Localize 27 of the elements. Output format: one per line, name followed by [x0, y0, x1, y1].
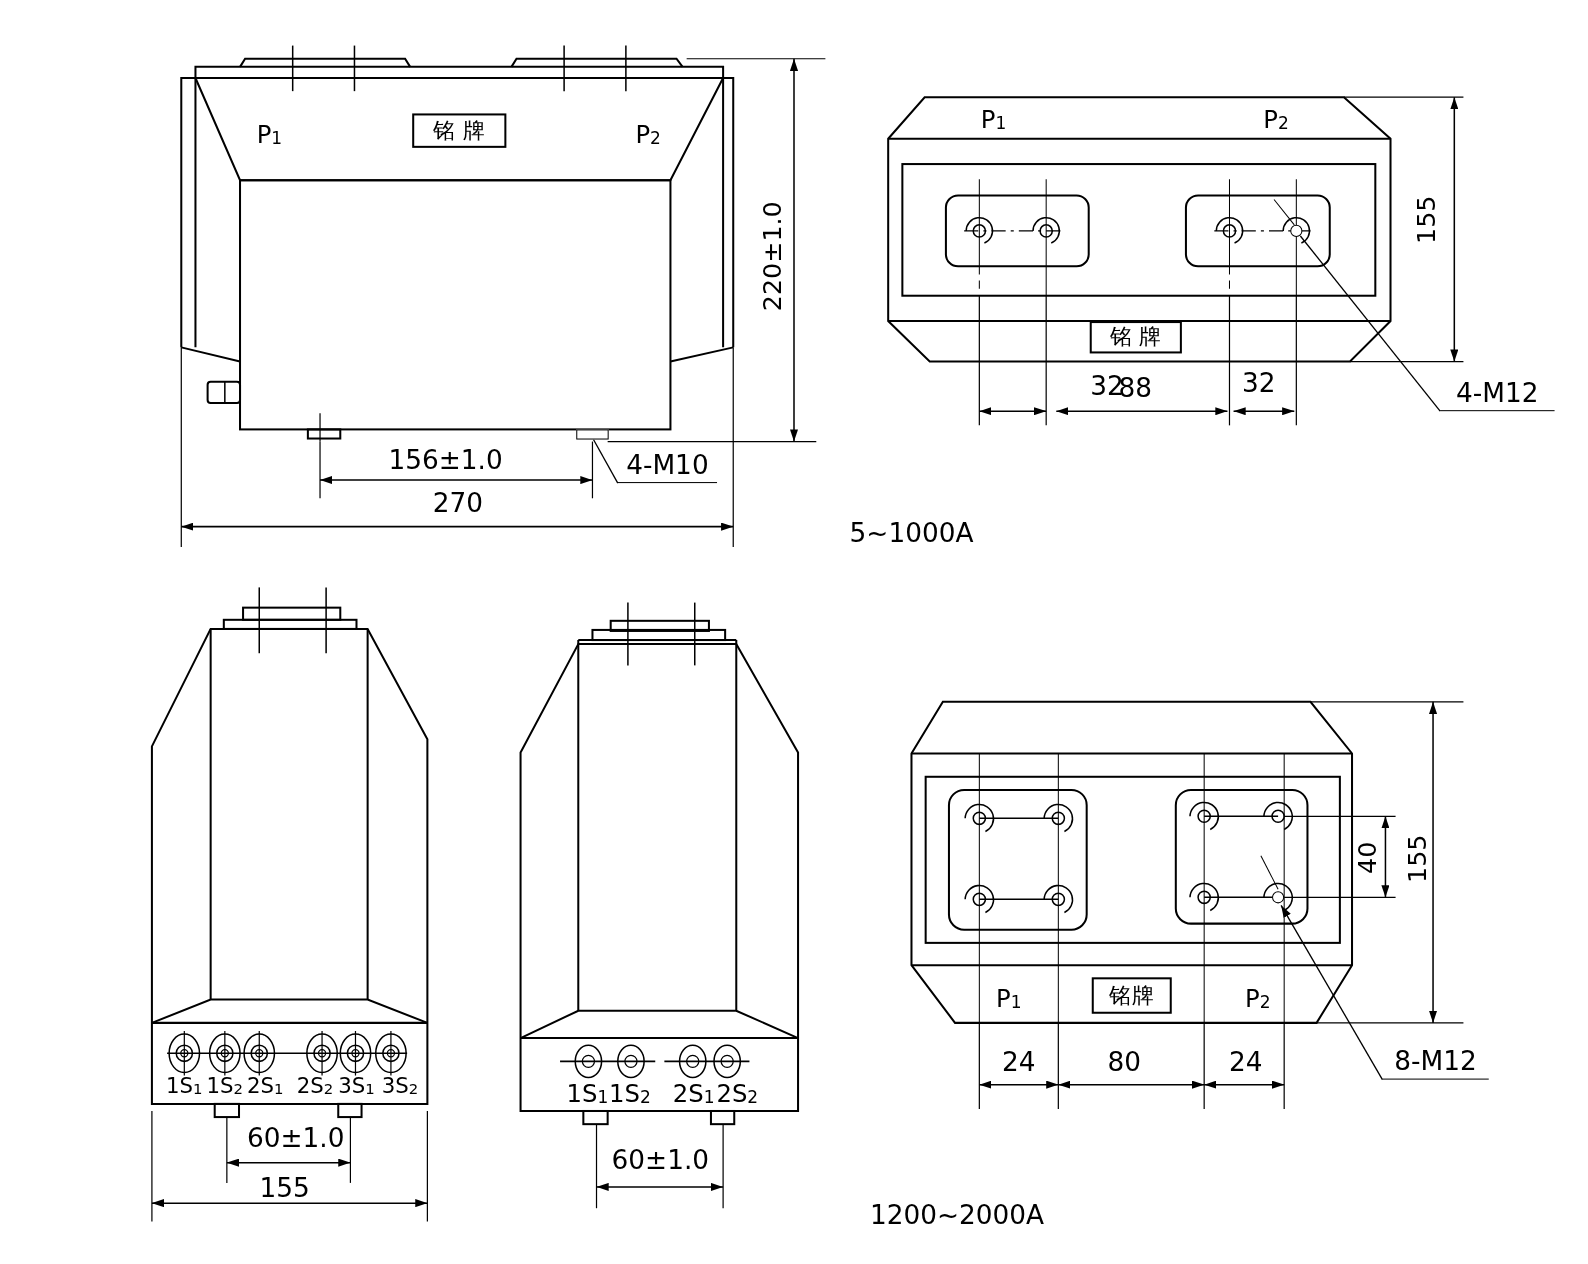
dimension-text: 60±1.0 [611, 1146, 710, 1173]
rating-label: 5~1000A [849, 519, 974, 546]
nameplate-box: 铭牌 [1091, 977, 1172, 1014]
leader-line [1299, 235, 1441, 412]
dimension-text: 24 [1002, 1049, 1036, 1076]
dimension-text: 24 [1228, 1049, 1263, 1076]
bolt-hole [1290, 224, 1303, 237]
leader-line [1280, 904, 1384, 1081]
dimension-text: 156±1.0 [388, 446, 503, 473]
dimension-text: 60±1.0 [247, 1125, 345, 1152]
leader-line [592, 438, 619, 484]
dimension-text: 270 [432, 490, 483, 517]
bolt-head [576, 429, 609, 440]
rating-label: 1200~2000A [870, 1202, 1045, 1229]
dimension-text: 155 [1413, 195, 1439, 244]
dimension-text: 40 [1354, 841, 1380, 874]
dimension-text: 155 [1405, 834, 1431, 883]
dimension-text: 80 [1107, 1049, 1141, 1076]
callout-text: 4-M10 [617, 441, 718, 484]
dimension-text: 220±1.0 [760, 201, 786, 312]
callout-text: 8-M12 [1382, 1047, 1489, 1080]
nameplate-box: 铭 牌 [412, 113, 507, 148]
dimension-text: 155 [259, 1174, 310, 1202]
dimension-text: 32 [1242, 369, 1276, 396]
bolt-hole [1272, 891, 1285, 904]
nameplate-box: 铭 牌 [1089, 321, 1182, 354]
callout-text: 4-M12 [1440, 370, 1555, 412]
